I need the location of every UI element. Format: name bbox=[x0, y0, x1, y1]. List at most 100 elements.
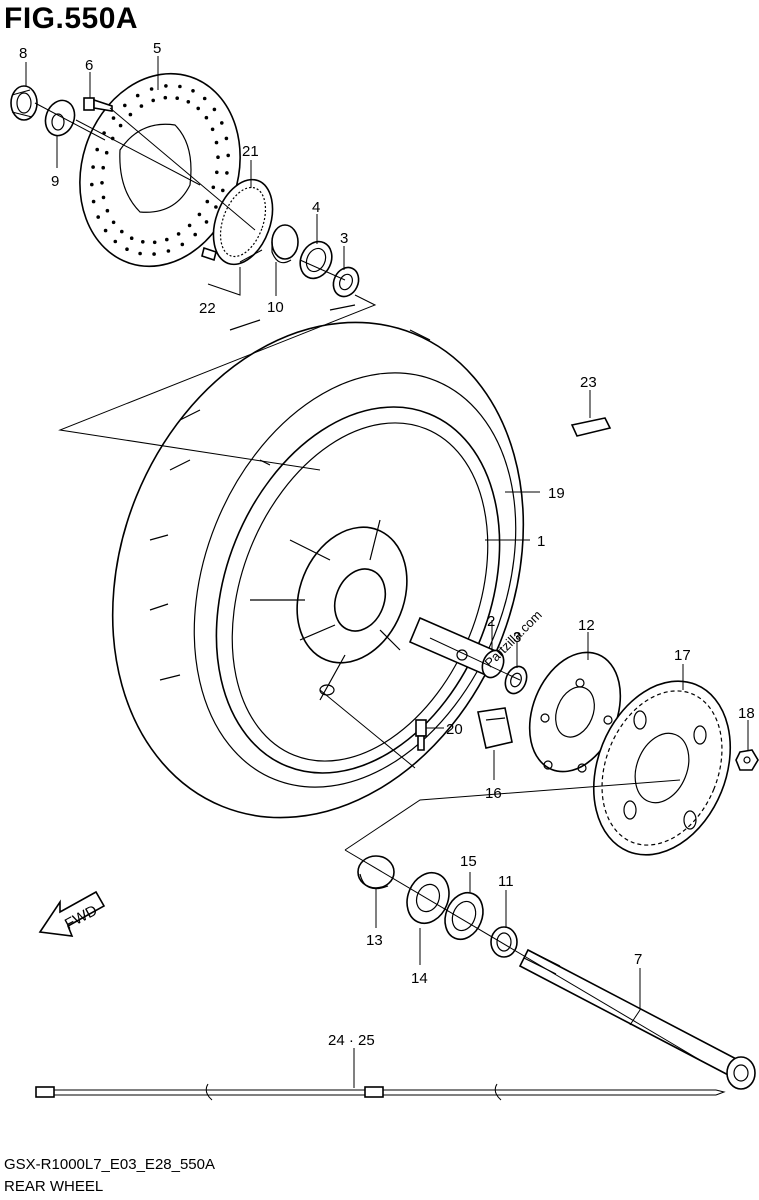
disc-hole bbox=[197, 212, 202, 217]
callout-6: 6 bbox=[85, 57, 93, 74]
disc-hole bbox=[186, 100, 191, 104]
disc-hole bbox=[128, 112, 133, 117]
callout-3-lower: 3 bbox=[513, 629, 521, 646]
footer-diagram-name: REAR WHEEL bbox=[4, 1178, 104, 1195]
disc-hole bbox=[211, 185, 216, 190]
disc-hole bbox=[118, 123, 123, 128]
disc-hole bbox=[101, 195, 106, 200]
disc-hole bbox=[165, 237, 169, 242]
disc-hole bbox=[105, 208, 110, 213]
callout-1: 1 bbox=[537, 533, 545, 550]
disc-hole bbox=[139, 104, 144, 108]
disc-hole bbox=[204, 115, 209, 120]
disc-hole bbox=[196, 106, 200, 111]
disc-hole bbox=[100, 181, 104, 185]
callout-8: 8 bbox=[19, 45, 27, 62]
callout-11: 11 bbox=[498, 873, 514, 890]
rear-wheel bbox=[215, 406, 501, 774]
disc-hole bbox=[176, 232, 181, 236]
disc-hole bbox=[178, 84, 182, 89]
disc-hole bbox=[111, 220, 116, 225]
disc-hole bbox=[90, 182, 94, 187]
disc-hole bbox=[215, 170, 219, 175]
disc-hole bbox=[113, 239, 118, 244]
disc-hole bbox=[101, 165, 105, 170]
disc-hole bbox=[180, 242, 185, 247]
callout-5: 5 bbox=[153, 40, 161, 57]
disc-hole bbox=[141, 240, 145, 244]
callout-2: 2 bbox=[487, 613, 495, 630]
sprocket-nut-18 bbox=[735, 749, 759, 771]
disc-hole bbox=[103, 228, 108, 233]
fwd-arrow-icon: FWD bbox=[38, 890, 106, 937]
oil-seal-4 bbox=[299, 240, 333, 280]
disc-hole bbox=[125, 247, 129, 251]
screw-22 bbox=[201, 246, 217, 262]
balance-weight-23 bbox=[570, 417, 612, 437]
disc-hole bbox=[164, 84, 168, 88]
disc-hole bbox=[193, 232, 197, 237]
disc-hole bbox=[152, 240, 157, 245]
disc-hole bbox=[226, 153, 230, 158]
disc-hole bbox=[202, 96, 207, 101]
bearing-3-upper bbox=[332, 266, 360, 298]
disc-hole bbox=[220, 121, 224, 125]
callout-14: 14 bbox=[411, 970, 428, 987]
air-valve-20 bbox=[415, 719, 427, 751]
callout-labels: 8 6 5 9 21 22 10 4 3 23 19 1 2 3 12 17 1… bbox=[19, 40, 755, 1049]
disc-hole bbox=[204, 220, 209, 224]
disc-hole bbox=[187, 223, 192, 228]
callout-4: 4 bbox=[312, 199, 320, 216]
disc-hole bbox=[95, 147, 99, 152]
callout-22: 22 bbox=[199, 300, 216, 317]
disc-hole bbox=[123, 103, 127, 108]
collar-11 bbox=[490, 926, 518, 958]
disc-hole bbox=[149, 87, 154, 91]
disc-hole bbox=[225, 171, 229, 175]
disc-hole bbox=[216, 155, 220, 159]
callout-13: 13 bbox=[366, 932, 383, 949]
disc-hole bbox=[212, 107, 217, 112]
rear-axle-7 bbox=[518, 948, 756, 1090]
callout-24-25: 24 · 25 bbox=[328, 1032, 375, 1049]
disc-hole bbox=[104, 150, 109, 155]
callout-16: 16 bbox=[485, 785, 502, 802]
disc-hole bbox=[210, 127, 215, 132]
disc-hole bbox=[138, 251, 142, 256]
callout-9: 9 bbox=[51, 173, 59, 190]
disc-hole bbox=[151, 98, 155, 103]
callout-17: 17 bbox=[674, 647, 691, 664]
bearing-3-lower bbox=[504, 665, 528, 695]
callout-18: 18 bbox=[738, 705, 755, 722]
leader-lines bbox=[25, 56, 749, 1088]
footer-model-code: GSX-R1000L7_E03_E28_550A bbox=[4, 1156, 215, 1173]
rear-sprocket-17 bbox=[592, 680, 732, 856]
disc-hole bbox=[224, 136, 229, 141]
disc-hole bbox=[91, 199, 96, 204]
oil-seal-15 bbox=[444, 891, 484, 941]
callout-3-upper: 3 bbox=[340, 230, 348, 247]
disc-hole bbox=[166, 249, 171, 253]
callout-21: 21 bbox=[242, 143, 259, 160]
collar-10 bbox=[271, 224, 299, 264]
disc-hole bbox=[96, 215, 100, 219]
spacer-13 bbox=[357, 855, 395, 890]
disc-hole bbox=[91, 165, 95, 169]
disc-hole bbox=[214, 205, 218, 209]
callout-23: 23 bbox=[580, 374, 597, 391]
disc-hole bbox=[152, 252, 156, 256]
disc-hole bbox=[163, 95, 168, 100]
disc-hole bbox=[175, 96, 179, 100]
disc-hole bbox=[221, 188, 225, 193]
callout-20: 20 bbox=[446, 721, 463, 738]
disc-hole bbox=[214, 140, 219, 145]
disc-hole bbox=[120, 229, 124, 234]
bearing-14 bbox=[406, 871, 450, 925]
disc-hole bbox=[135, 93, 140, 98]
disc-hole bbox=[205, 199, 210, 204]
cable-tie-24-25 bbox=[35, 1083, 726, 1101]
spacer-9 bbox=[44, 99, 76, 137]
callout-12: 12 bbox=[578, 617, 595, 634]
